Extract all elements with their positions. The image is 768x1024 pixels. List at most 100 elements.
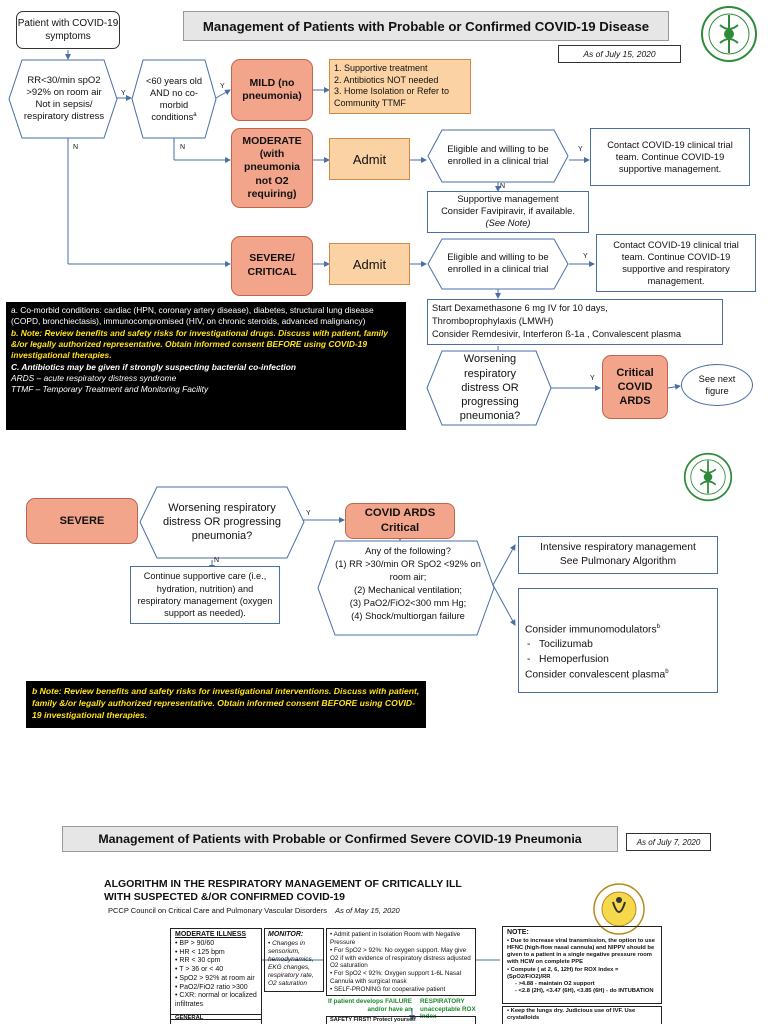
start-box: Patient with COVID-19 symptoms [16,11,120,49]
supportive-line: (See Note) [485,218,531,229]
no-label: N [73,144,79,151]
any-following-text: Any of the following? (1) RR >30/min OR … [330,545,486,633]
dexa-line: Start Dexamethasone 6 mg IV for 10 days, [432,303,608,313]
trial-text-moderate: Eligible and willing to be enrolled in a… [447,143,549,167]
note-box-s3: NOTE: • Due to increase viral transmissi… [502,926,662,1004]
mild-step: 1. Supportive treatment [334,63,428,73]
general-box: GENERAL [170,1014,262,1024]
mod-item: CXR: normal or localized infiltrates [175,992,257,1008]
admit-text: Admit [352,256,387,272]
if-failure-label: If patient develops FAILURE and/or have … [328,998,412,1013]
note-ttmf: TTMF – Temporary Treatment and Monitorin… [11,384,209,395]
no-label: N [500,183,506,190]
mild-step: 2. Antibiotics NOT needed [334,74,439,85]
note-b2: b Note: Review benefits and safety risks… [32,686,420,721]
mild-steps-box: 1. Supportive treatment 2. Antibiotics N… [329,59,471,114]
note-c: C. Antibiotics may be given if strongly … [11,361,296,372]
any-item: (3) PaO2/FiO2<300 mm Hg; [349,598,467,609]
note-a: a. Co-morbid conditions: cardiac (HPN, c… [11,305,374,327]
criteria-hexagon-shape [8,59,118,139]
note-item: <2.8 (2H), <3.47 (6H), <3.85 (6H) - do I… [518,988,654,995]
covid-ards-text: COVID ARDS Critical [364,507,436,534]
start-text: Patient with COVID-19 symptoms [17,18,119,42]
any-following-hexagon-shape [317,540,495,636]
mod-item: HR < 125 bpm [179,948,225,956]
trial-text-severe: Eligible and willing to be enrolled in a… [447,251,549,275]
note-title: NOTE: [507,929,529,936]
algorithm-title: ALGORITHM IN THE RESPIRATORY MANAGEMENT … [104,878,484,904]
age-check-hexagon-shape [131,59,217,139]
immuno-line: Tocilizumab [539,639,593,651]
supportive-line: Supportive management [457,194,559,204]
contact-text: Contact COVID-19 clinical trial team. Co… [613,239,739,287]
supportive-box: Supportive management Consider Favipirav… [427,191,589,233]
admit-item: Admit patient in Isolation Room with Neg… [330,931,461,946]
severe-box: SEVERE [26,498,138,544]
admit-item: For SpO2 < 92%: Oxygen support 1-6L Nasa… [330,970,461,986]
admit-box-moderate: Admit [329,138,410,180]
worsening-text: Worsening respiratory distress OR progre… [459,353,521,423]
date-text-2: As of July 7, 2020 [636,837,701,847]
critical-ards-text: Critical COVID ARDS [616,366,654,408]
any-item: (1) RR >30/min OR SpO2 <92% on room air; [335,559,481,583]
see-next-text: See next figure [698,373,736,396]
any-item: (4) Shock/multiorgan failure [351,611,465,622]
medical-society-logo-icon [701,6,757,62]
admit-isolation-box: • Admit patient in Isolation Room with N… [326,928,476,996]
council-line: PCCP Council on Critical Care and Pulmon… [108,906,400,915]
yes-label: Y [306,510,311,517]
any-title: Any of the following? [365,546,451,556]
yes-label: Y [220,83,225,90]
monitor-item: Changes in sensorium, hemodynamics, EKG … [268,939,314,988]
mild-box: MILD (no pneumonia) [231,59,313,121]
date-box-2: As of July 7, 2020 [626,833,711,851]
council-text: PCCP Council on Critical Care and Pulmon… [108,906,327,915]
trial-hexagon-shape [427,238,569,290]
mod-item: SpO2 > 92% at room air [179,974,255,982]
safety-text: SAFETY FIRST! Protect yourself [330,1017,416,1023]
continue-box: Continue supportive care (i.e., hydratio… [130,566,280,624]
general-title: GENERAL [175,1015,204,1021]
date-text: As of July 15, 2020 [583,49,656,59]
safety-box: SAFETY FIRST! Protect yourself [326,1016,476,1024]
contact-box-severe: Contact COVID-19 clinical trial team. Co… [596,234,756,292]
severe-critical-box: SEVERE/ CRITICAL [231,236,313,296]
medical-society-logo-icon [683,452,733,502]
pccp-logo-icon [593,883,645,935]
critical-ards-box: Critical COVID ARDS [602,355,668,419]
see-next-oval[interactable]: See next figure [681,364,753,406]
immuno-line: Consider convalescent plasma [525,669,666,681]
no-label: N [180,144,186,151]
council-date: As of May 15, 2020 [335,906,400,915]
note-b: b. Note: Review benefits and safety risk… [11,327,388,361]
intensive-line: Intensive respiratory management [540,542,696,554]
keep-lungs-box: • Keep the lungs dry. Judicious use of I… [502,1006,662,1024]
dexamethasone-box: Start Dexamethasone 6 mg IV for 10 days,… [427,299,723,345]
mod-item: RR < 30 cpm [179,957,221,965]
page-title: Management of Patients with Probable or … [202,18,650,34]
intensive-box: Intensive respiratory management See Pul… [518,536,718,574]
worsening-hexagon-shape [426,350,552,426]
immunomodulators-box: Consider immunomodulatorsb - Tocilizumab… [518,588,718,693]
criteria-text: RR<30/min spO2 >92% on room air Not in s… [23,75,105,122]
mod-item: PaO2/FiO2 ratio >300 [179,983,248,991]
mod-item: T > 36 or < 40 [179,966,224,973]
admit-item: For SpO2 > 92%: No oxygen support. May g… [330,946,471,970]
any-item: (2) Mechanical ventilation; [354,585,462,596]
yes-label: Y [590,375,595,382]
supportive-line: Consider Favipiravir, if available. [441,206,575,217]
notes-box: a. Co-morbid conditions: cardiac (HPN, c… [6,302,406,430]
note-item: Compute ( at 2, 6, 12H) for ROX Index = … [507,966,619,980]
title-banner: Management of Patients with Probable or … [183,11,669,41]
note-item: >4.88 - maintain O2 support [518,981,595,988]
yes-label: Y [121,90,126,97]
intensive-line: See Pulmonary Algorithm [559,556,677,567]
monitor-box: MONITOR: • Changes in sensorium, hemodyn… [264,928,324,992]
no-label: N [214,557,220,564]
algo-title-line: WITH SUSPECTED &/OR CONFIRMED COVID-19 [104,891,345,904]
note-ards: ARDS – acute respiratory distress syndro… [11,373,177,384]
algo-title-line: ALGORITHM IN THE RESPIRATORY MANAGEMENT … [104,878,462,890]
admit-text: Admit [352,151,387,167]
mild-step: 3. Home Isolation or Refer to Community … [334,86,450,109]
yes-label: Y [578,146,583,153]
